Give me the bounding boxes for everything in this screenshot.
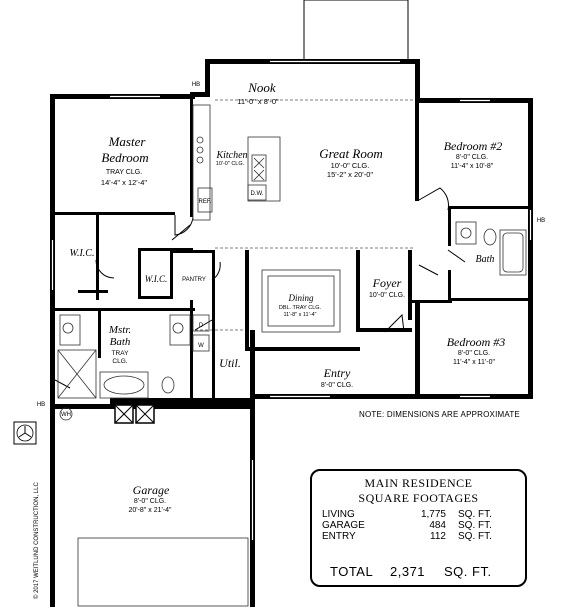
sqft-total: TOTAL 2,371 SQ. FT. [330, 564, 492, 579]
great-room-ceiling: 10'-0" CLG. [331, 161, 370, 170]
sqft-total-label: TOTAL [330, 564, 374, 579]
sqft-row-value: 484 [429, 520, 446, 531]
mstr-bath-label-2: Bath [110, 336, 131, 348]
mstr-bath-ceiling-2: CLG. [112, 358, 127, 365]
bedroom2-ceiling: 8'-0" CLG. [456, 154, 488, 161]
bath-fixtures [57, 221, 527, 399]
hb-label-right: HB [537, 218, 545, 224]
sqft-row-label: GARAGE [322, 520, 365, 531]
foyer-label: Foyer [372, 276, 402, 290]
mstr-bath-ceiling-1: TRAY [112, 350, 130, 357]
dw-label: D.W. [251, 191, 264, 197]
kitchen-label: Kitchen [215, 150, 247, 161]
dimensions-note: NOTE: DIMENSIONS ARE APPROXIMATE [359, 410, 520, 419]
garage-door [59, 404, 249, 607]
master-label-2: Bedroom [101, 150, 148, 165]
great-room-label: Great Room [319, 146, 382, 161]
garage-label: Garage [133, 483, 170, 497]
windows [51, 60, 532, 540]
sqft-total-value: 2,371 [390, 564, 426, 579]
master-dim: 14'-4" x 12'-4" [101, 178, 147, 187]
kitchen-ceiling: 10'-0" CLG. [216, 161, 245, 167]
great-room-dim: 15'-2" x 20'-0" [327, 170, 373, 179]
sqft-total-unit: SQ. FT. [444, 564, 492, 579]
nook-dim: 11'-0" x 8'-0" [237, 97, 279, 106]
entry-ceiling: 8'-0" CLG. [321, 382, 353, 389]
hb-label-top: HB [192, 82, 200, 88]
wh-label: WH [61, 412, 71, 418]
util-label: Util. [219, 356, 241, 370]
garage-ceiling: 8'-0" CLG. [134, 498, 166, 505]
bath-label: Bath [476, 254, 495, 265]
sqft-row: ENTRY 112 SQ. FT. [322, 531, 492, 542]
mstr-bath-label-1: Mstr. [108, 324, 131, 336]
dining-tray [261, 269, 341, 333]
square-footage-table: MAIN RESIDENCE SQUARE FOOTAGES LIVING 1,… [310, 469, 527, 587]
sqft-rows: LIVING 1,775 SQ. FT. GARAGE 484 SQ. FT. … [322, 509, 492, 542]
kitchen-counters [192, 104, 281, 221]
foyer-ceiling: 10'-0" CLG. [369, 292, 405, 299]
ref-label: REF. [198, 199, 211, 205]
beam-lines [190, 99, 415, 331]
bedroom2-label: Bedroom #2 [444, 139, 503, 153]
wic-label-1: W.I.C. [70, 248, 95, 259]
master-ceiling: TRAY CLG. [106, 169, 142, 176]
bedroom3-ceiling: 8'-0" CLG. [458, 350, 490, 357]
sqft-row-value: 112 [430, 531, 446, 542]
rear-patio [303, 0, 409, 61]
copyright-notice: © 2017 WEITLUND CONSTRUCTION, LLC [34, 482, 40, 599]
sqft-heading-2: SQUARE FOOTAGES [358, 491, 479, 505]
dryer-label: D [199, 323, 204, 329]
bedroom3-label: Bedroom #3 [447, 335, 506, 349]
sqft-heading-1: MAIN RESIDENCE [364, 476, 473, 490]
dining-ceiling: DBL. TRAY CLG. [279, 305, 322, 311]
sqft-row-label: ENTRY [322, 531, 356, 542]
ac-unit [13, 421, 37, 445]
sqft-row-unit: SQ. FT. [458, 531, 492, 542]
dining-dim: 11'-8" x 11'-4" [283, 312, 316, 318]
sqft-row-label: LIVING [322, 509, 355, 520]
pantry-label: PANTRY [182, 277, 206, 283]
sqft-row: GARAGE 484 SQ. FT. [322, 520, 492, 531]
bedroom3-dim: 11'-4" x 11'-0" [453, 359, 496, 366]
garage-dim: 20'-8" x 21'-4" [128, 507, 172, 514]
nook-label: Nook [247, 80, 276, 95]
dining-label: Dining [287, 293, 314, 303]
entry-label: Entry [323, 366, 351, 380]
sqft-row: LIVING 1,775 SQ. FT. [322, 509, 492, 520]
sqft-row-unit: SQ. FT. [458, 520, 492, 531]
bedroom2-dim: 11'-4" x 10'-8" [451, 163, 494, 170]
washer-label: W [198, 343, 204, 349]
interior-walls [55, 97, 528, 404]
sqft-row-value: 1,775 [420, 509, 446, 520]
sqft-row-unit: SQ. FT. [458, 509, 492, 520]
hb-label-left: HB [37, 402, 45, 408]
master-label-1: Master [108, 134, 147, 149]
wic-label-2: W.I.C. [145, 274, 167, 284]
